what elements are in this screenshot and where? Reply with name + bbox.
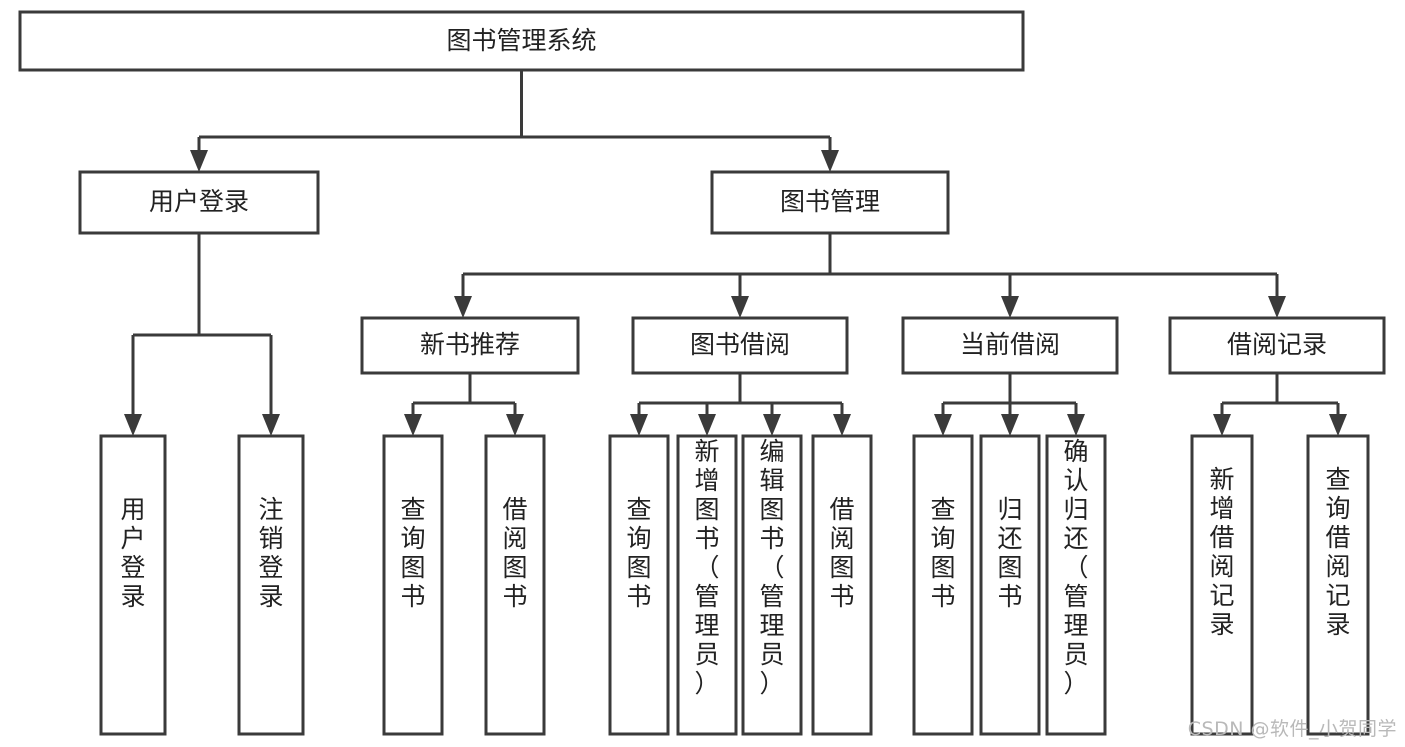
leaf-node-query-book-2-label: 查询图书 [626, 495, 651, 611]
node-current-borrow[interactable]: 当前借阅 [901, 316, 1119, 375]
node-root-label: 图书管理系统 [446, 26, 596, 55]
arrow-icon [506, 414, 524, 436]
leaf-node-edit-book-box[interactable] [741, 434, 803, 736]
leaf-node-borrow-book-2[interactable]: 借阅图书 [811, 434, 873, 736]
arrow-icon [262, 414, 280, 436]
node-borrow-record-label: 借阅记录 [1227, 330, 1327, 359]
leaf-node-query-book-3[interactable]: 查询图书 [912, 434, 974, 736]
leaf-node-edit-book[interactable]: 编辑图书（管理员） [741, 434, 803, 736]
node-borrow-record[interactable]: 借阅记录 [1168, 316, 1386, 375]
node-borrow-record-box[interactable] [1168, 316, 1386, 375]
node-user-login-box[interactable] [78, 170, 320, 235]
leaf-node-query-book-2-box[interactable] [608, 434, 670, 736]
leaf-node-query-book-3-label: 查询图书 [930, 495, 955, 611]
leaf-node-borrow-book-1-label: 借阅图书 [502, 495, 527, 611]
node-current-borrow-label: 当前借阅 [960, 330, 1060, 359]
leaf-node-logout[interactable]: 注销登录 [237, 434, 305, 736]
node-current-borrow-box[interactable] [901, 316, 1119, 375]
leaf-node-add-book-label: 新增图书（管理员） [694, 437, 719, 698]
leaf-node-add-book[interactable]: 新增图书（管理员） [676, 434, 738, 736]
arrow-icon [454, 296, 472, 318]
arrow-icon [1213, 414, 1231, 436]
leaf-node-borrow-book-1[interactable]: 借阅图书 [484, 434, 546, 736]
leaf-node-add-record-box[interactable] [1190, 434, 1254, 736]
node-book-manage-label: 图书管理 [780, 187, 880, 216]
leaf-node-return-book[interactable]: 归还图书 [979, 434, 1041, 736]
node-user-login[interactable]: 用户登录 [78, 170, 320, 235]
arrow-icon [934, 414, 952, 436]
node-new-book-recommend[interactable]: 新书推荐 [360, 316, 580, 375]
leaf-node-logout-box[interactable] [237, 434, 305, 736]
node-new-book-recommend-label: 新书推荐 [420, 330, 520, 359]
node-book-manage-box[interactable] [710, 170, 950, 235]
leaf-node-query-record[interactable]: 查询借阅记录 [1306, 434, 1370, 736]
arrow-icon [763, 414, 781, 436]
leaf-node-borrow-book-2-label: 借阅图书 [829, 495, 854, 611]
leaf-node-query-book-2[interactable]: 查询图书 [608, 434, 670, 736]
leaf-node-query-book-3-box[interactable] [912, 434, 974, 736]
leaf-node-query-book-1-label: 查询图书 [400, 495, 425, 611]
leaf-node-confirm-return-label: 确认归还（管理员） [1063, 437, 1088, 698]
leaf-node-borrow-book-2-box[interactable] [811, 434, 873, 736]
arrow-icon [404, 414, 422, 436]
leaf-node-borrow-book-1-box[interactable] [484, 434, 546, 736]
leaf-node-query-record-box[interactable] [1306, 434, 1370, 736]
leaf-node-user-login[interactable]: 用户登录 [99, 434, 167, 736]
arrow-icon [1268, 296, 1286, 318]
arrow-icon [833, 414, 851, 436]
arrow-icon [630, 414, 648, 436]
node-book-manage[interactable]: 图书管理 [710, 170, 950, 235]
leaf-node-add-record-label: 新增借阅记录 [1209, 465, 1234, 639]
leaf-node-confirm-return-box[interactable] [1045, 434, 1107, 736]
node-root-box[interactable] [18, 10, 1025, 72]
leaf-node-return-book-box[interactable] [979, 434, 1041, 736]
leaf-node-edit-book-label: 编辑图书（管理员） [759, 437, 784, 698]
arrow-icon [1001, 296, 1019, 318]
leaf-node-query-book-1[interactable]: 查询图书 [382, 434, 444, 736]
connector-layer [124, 70, 1347, 436]
leaf-layer: 用户登录 注销登录 查询图书 借阅图书 查询图书 新 [99, 434, 1370, 736]
leaf-node-add-book-box[interactable] [676, 434, 738, 736]
leaf-node-confirm-return[interactable]: 确认归还（管理员） [1045, 434, 1107, 736]
leaf-node-user-login-label: 用户登录 [120, 495, 145, 611]
leaf-node-add-record[interactable]: 新增借阅记录 [1190, 434, 1254, 736]
leaf-node-logout-label: 注销登录 [258, 495, 283, 611]
arrow-icon [1329, 414, 1347, 436]
leaf-node-return-book-label: 归还图书 [997, 495, 1022, 611]
node-root[interactable]: 图书管理系统 [18, 10, 1025, 72]
arrow-icon [698, 414, 716, 436]
leaf-node-query-record-label: 查询借阅记录 [1325, 465, 1350, 639]
arrow-icon [1001, 414, 1019, 436]
arrow-icon [1067, 414, 1085, 436]
node-user-login-label: 用户登录 [149, 187, 249, 216]
arrow-icon [821, 150, 839, 172]
arrow-icon [190, 150, 208, 172]
node-book-borrow-label: 图书借阅 [690, 330, 790, 359]
node-new-book-recommend-box[interactable] [360, 316, 580, 375]
node-book-borrow[interactable]: 图书借阅 [631, 316, 849, 375]
leaf-node-query-book-1-box[interactable] [382, 434, 444, 736]
arrow-icon [124, 414, 142, 436]
node-book-borrow-box[interactable] [631, 316, 849, 375]
arrow-icon [731, 296, 749, 318]
leaf-node-user-login-box[interactable] [99, 434, 167, 736]
